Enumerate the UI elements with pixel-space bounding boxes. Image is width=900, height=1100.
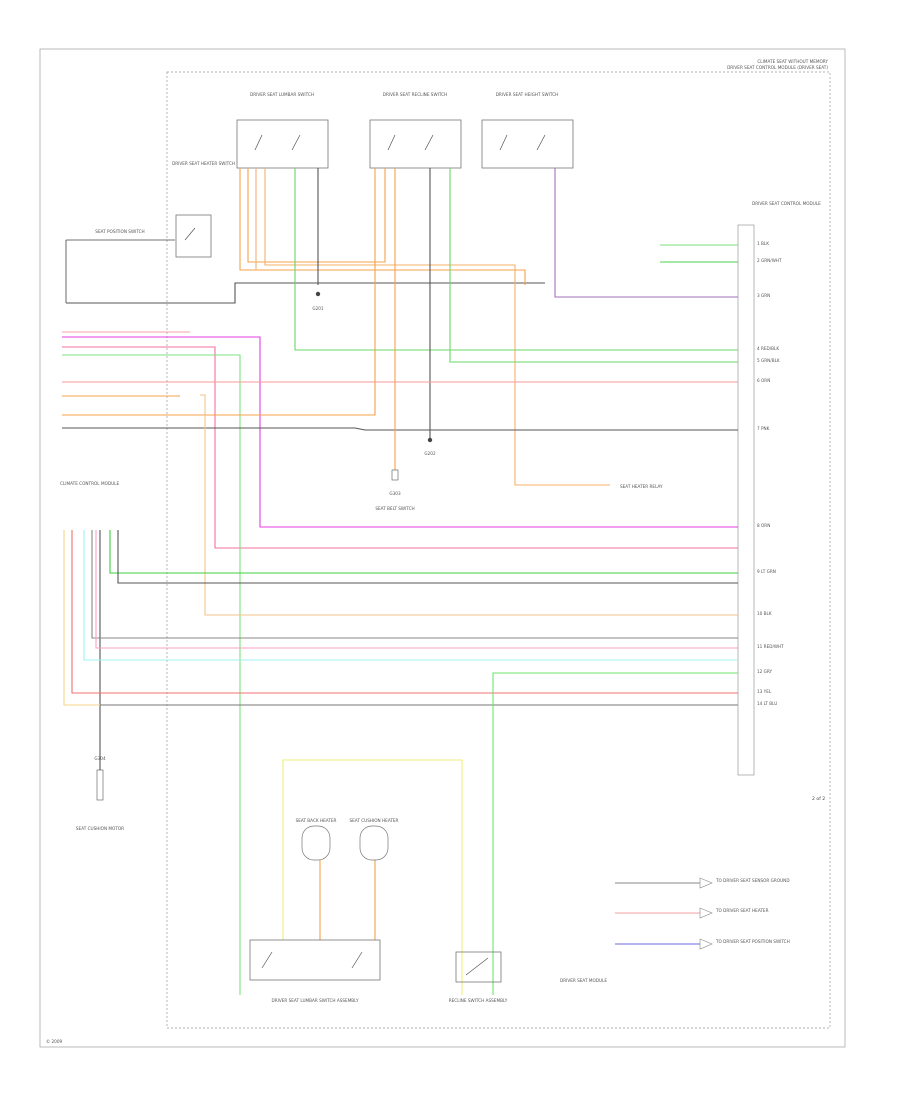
relay-label: SEAT HEATER RELAY bbox=[620, 484, 663, 489]
svg-text:6 ORN: 6 ORN bbox=[757, 378, 770, 383]
ground-g1: G201 bbox=[312, 291, 324, 311]
header-line2: DRIVER SEAT CONTROL MODULE (DRIVER SEAT) bbox=[727, 65, 828, 70]
svg-text:SEAT CUSHION HEATER: SEAT CUSHION HEATER bbox=[350, 818, 399, 823]
svg-text:13 YEL: 13 YEL bbox=[757, 689, 772, 694]
svg-text:DRIVER SEAT LUMBAR SWITCH: DRIVER SEAT LUMBAR SWITCH bbox=[250, 92, 314, 97]
module-outline bbox=[166, 71, 831, 1029]
svg-text:1 BLK: 1 BLK bbox=[757, 241, 769, 246]
corner-note: © 2009 bbox=[46, 1039, 63, 1044]
svg-text:9 LT GRN: 9 LT GRN bbox=[757, 569, 776, 574]
lumbar-switch-top: DRIVER SEAT LUMBAR SWITCH bbox=[236, 92, 329, 169]
page-number: 2 of 2 bbox=[812, 796, 825, 802]
svg-text:DRIVER SEAT HEATER SWITCH: DRIVER SEAT HEATER SWITCH bbox=[172, 161, 235, 166]
seat-cushion-heater: SEAT CUSHION HEATER bbox=[350, 818, 399, 861]
ground-g4: G304 bbox=[94, 756, 106, 801]
seat-belt-switch-label: SEAT BELT SWITCH bbox=[375, 506, 414, 511]
svg-text:G202: G202 bbox=[424, 451, 436, 456]
svg-text:14 LT BLU: 14 LT BLU bbox=[757, 701, 777, 706]
diagram-frame bbox=[39, 48, 846, 1048]
svg-text:8 ORN: 8 ORN bbox=[757, 523, 770, 528]
seat-back-heater: SEAT BACK HEATER bbox=[296, 818, 337, 861]
svg-text:TO DRIVER SEAT HEATER: TO DRIVER SEAT HEATER bbox=[715, 908, 769, 913]
recline-switch-top: DRIVER SEAT RECLINE SWITCH bbox=[369, 92, 462, 169]
svg-text:TO DRIVER SEAT POSITION SWITCH: TO DRIVER SEAT POSITION SWITCH bbox=[715, 939, 790, 944]
svg-text:DRIVER SEAT LUMBAR SWITCH ASSE: DRIVER SEAT LUMBAR SWITCH ASSEMBLY bbox=[271, 998, 358, 1003]
module-connector: DRIVER SEAT CONTROL MODULE bbox=[737, 201, 821, 776]
svg-text:G304: G304 bbox=[94, 756, 106, 761]
svg-text:DRIVER SEAT CONTROL MODULE: DRIVER SEAT CONTROL MODULE bbox=[752, 201, 821, 206]
svg-text:5 GRN/BLK: 5 GRN/BLK bbox=[757, 358, 780, 363]
svg-text:SEAT POSITION SWITCH: SEAT POSITION SWITCH bbox=[95, 229, 144, 234]
svg-text:DRIVER SEAT RECLINE SWITCH: DRIVER SEAT RECLINE SWITCH bbox=[383, 92, 447, 97]
ground-g3: G303 bbox=[389, 469, 401, 496]
svg-text:7 PNK: 7 PNK bbox=[757, 426, 770, 431]
height-switch-top: DRIVER SEAT HEIGHT SWITCH bbox=[481, 92, 574, 169]
svg-text:2 GRN/WHT: 2 GRN/WHT bbox=[757, 258, 782, 263]
svg-text:G201: G201 bbox=[312, 306, 324, 311]
bottom-note: DRIVER SEAT MODULE bbox=[560, 978, 607, 983]
svg-text:10 BLK: 10 BLK bbox=[757, 611, 772, 616]
climate-module-label: CLIMATE CONTROL MODULE bbox=[60, 481, 119, 486]
svg-text:DRIVER SEAT HEIGHT SWITCH: DRIVER SEAT HEIGHT SWITCH bbox=[496, 92, 559, 97]
lumbar-switch-bottom: DRIVER SEAT LUMBAR SWITCH ASSEMBLY bbox=[249, 939, 381, 1003]
seat-position-switch: SEAT POSITION SWITCH bbox=[65, 229, 175, 303]
module-pin-labels: 1 BLK 2 GRN/WHT 3 GRN 4 RED/BLK 5 GRN/BL… bbox=[757, 241, 784, 706]
recline-switch-bottom: RECLINE SWITCH ASSEMBLY bbox=[449, 951, 508, 1003]
svg-text:3 GRN: 3 GRN bbox=[757, 293, 770, 298]
header-line1: CLIMATE SEAT WITHOUT MEMORY bbox=[757, 59, 828, 64]
ground-g2: G202 bbox=[424, 437, 436, 456]
svg-text:RECLINE SWITCH ASSEMBLY: RECLINE SWITCH ASSEMBLY bbox=[449, 998, 508, 1003]
heated-seat-switch: DRIVER SEAT HEATER SWITCH bbox=[172, 161, 235, 258]
svg-text:SEAT BACK HEATER: SEAT BACK HEATER bbox=[296, 818, 337, 823]
svg-text:TO DRIVER SEAT SENSOR GROUND: TO DRIVER SEAT SENSOR GROUND bbox=[715, 878, 790, 883]
svg-text:12 GRY: 12 GRY bbox=[757, 669, 773, 674]
legend: TO DRIVER SEAT SENSOR GROUND TO DRIVER S… bbox=[699, 877, 790, 950]
svg-text:11 RED/WHT: 11 RED/WHT bbox=[757, 644, 784, 649]
seat-cushion-motor-label: SEAT CUSHION MOTOR bbox=[76, 826, 124, 831]
svg-text:4 RED/BLK: 4 RED/BLK bbox=[757, 346, 779, 351]
svg-text:G303: G303 bbox=[389, 491, 401, 496]
wires bbox=[62, 168, 738, 995]
